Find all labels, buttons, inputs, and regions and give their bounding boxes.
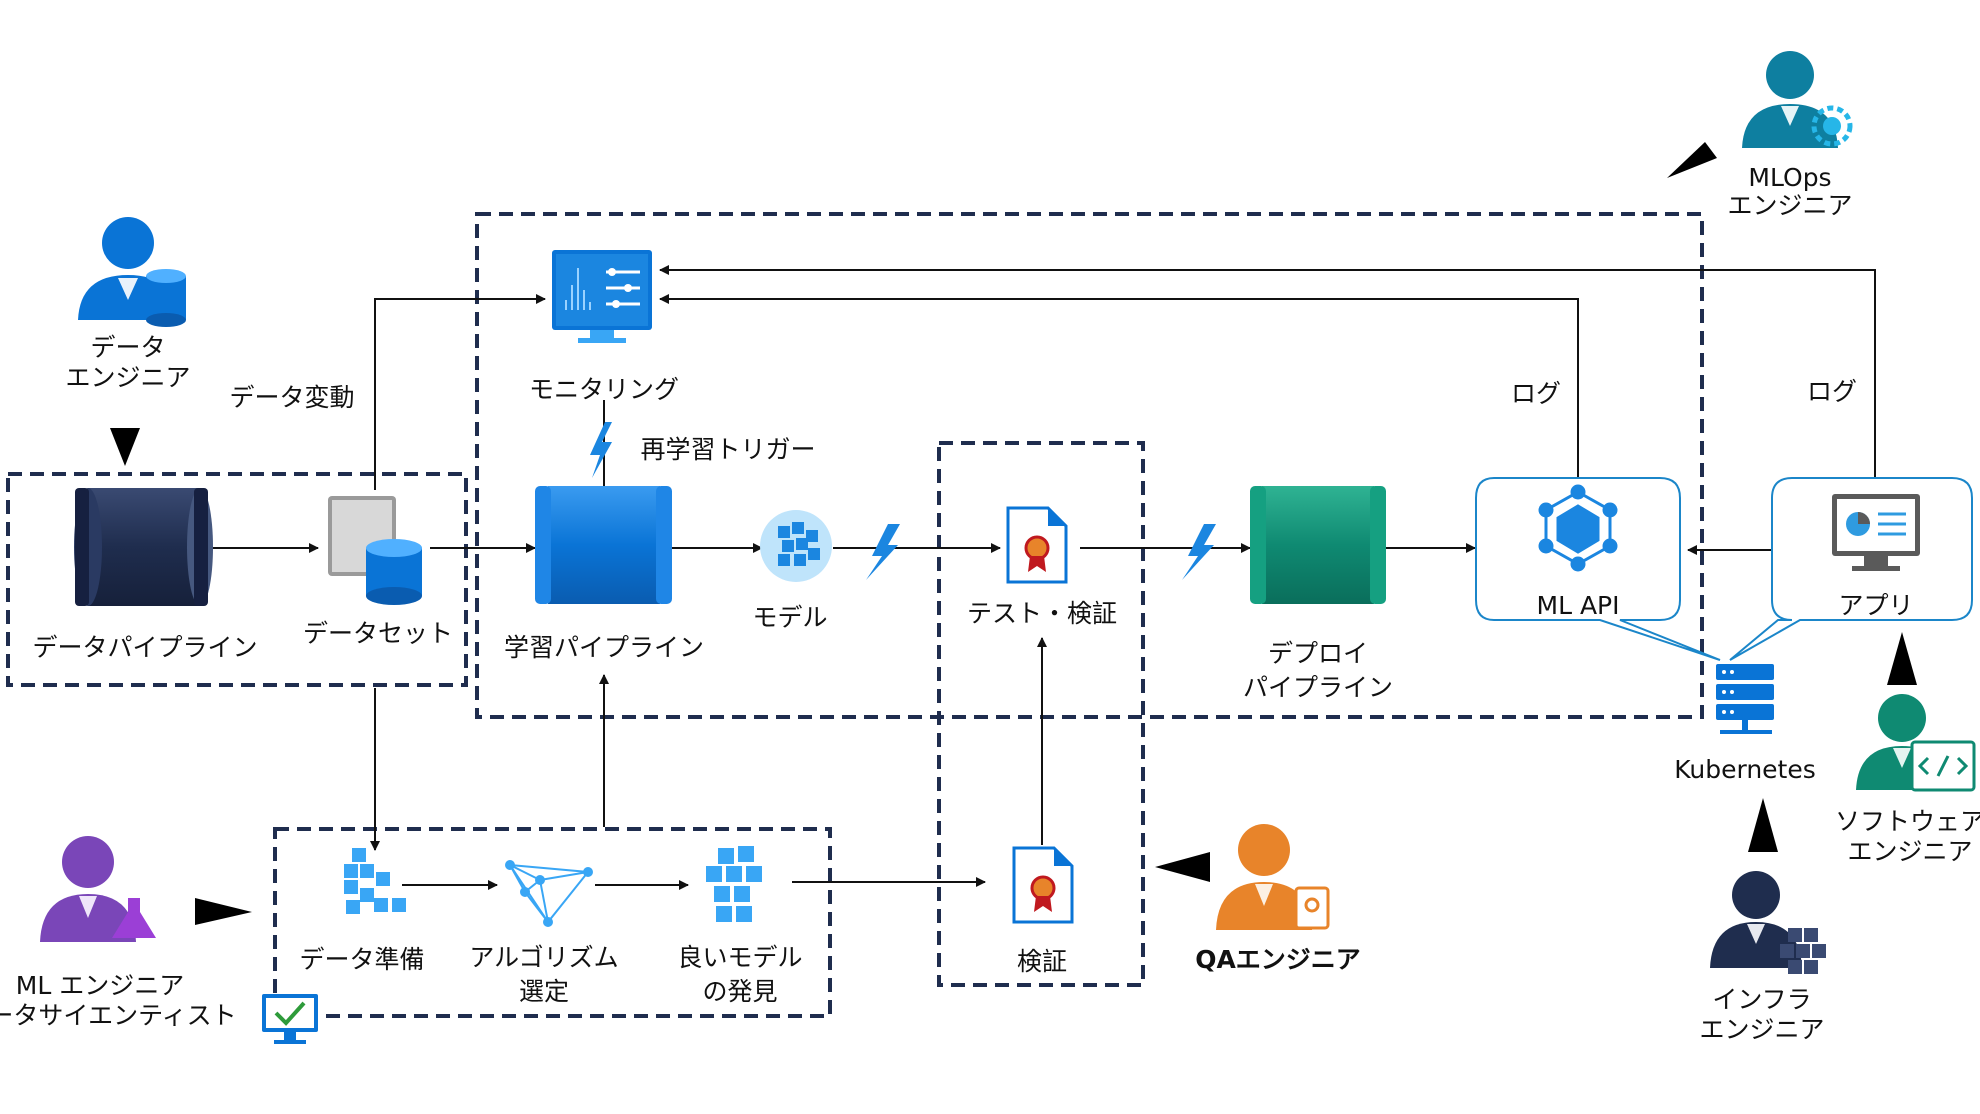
role-software-line2: エンジニア [1847,837,1972,866]
app-monitor-icon [1832,494,1920,571]
node-test-validation: テスト・検証 [967,599,1117,628]
node-monitoring: モニタリング [529,375,679,404]
data-engineer-person-icon [78,217,186,327]
network-icon [505,860,593,927]
role-qa-engineer: QAエンジニア [1195,945,1361,974]
pointer-qa [1155,852,1210,882]
edge-label-log-app: ログ [1807,377,1857,406]
lightning-icon [590,422,1216,580]
role-ml-engineer-line2: データサイエンティスト [0,1001,237,1030]
role-infra-line2: エンジニア [1699,1015,1824,1044]
role-infra-line1: インフラ [1712,985,1811,1014]
role-data-engineer-line1: データ [90,333,165,362]
edge-label-log-api: ログ [1511,379,1561,408]
edge-label-data-drift: データ変動 [229,383,354,412]
check-monitor-icon [262,994,318,1044]
certificate-icon [1006,506,1068,584]
node-data-pipeline: データパイプライン [32,633,257,662]
node-validation: 検証 [1017,947,1067,976]
validation-group [937,441,1145,987]
pointer-ml-engineer [195,898,252,925]
monitor-icon [552,250,652,343]
deploy-pipeline-icon [1250,486,1386,604]
node-algorithm-line1: アルゴリズム [469,943,618,972]
node-good-model-line2: の発見 [702,977,777,1006]
certificate-icon [1012,846,1074,924]
role-mlops-line1: MLOps [1748,163,1831,192]
node-training-pipeline: 学習パイプライン [504,633,704,662]
edge-label-retrain-trigger: 再学習トリガー [640,435,815,464]
pointer-infra [1748,798,1778,852]
data-pipeline-group [6,472,468,687]
role-mlops-line2: エンジニア [1727,191,1852,220]
node-ml-api: ML API [1537,591,1620,620]
node-deploy-pipeline-line2: パイプライン [1243,673,1393,702]
role-software-line1: ソフトウェア [1835,807,1980,836]
node-data-prep: データ準備 [299,945,424,974]
server-icon [1716,664,1774,734]
ml-pipeline-group [475,212,1704,719]
qa-person-icon [1216,824,1330,930]
node-app: アプリ [1838,591,1913,620]
pointer-data-engineer [110,428,140,466]
software-engineer-person-icon [1856,694,1976,792]
node-algorithm-line2: 選定 [519,977,569,1006]
ml-engineer-person-icon [40,836,156,942]
node-kubernetes: Kubernetes [1674,755,1816,784]
pointer-software [1887,632,1917,685]
role-data-engineer-line2: エンジニア [65,363,190,392]
database-icon [328,496,422,605]
ml-api-bubble [1475,477,1721,661]
node-good-model-line1: 良いモデル [677,943,802,972]
data-pipeline-icon [74,488,213,606]
pointer-mlops [1667,142,1717,178]
node-model: モデル [752,603,827,632]
mlops-person-icon [1742,51,1853,148]
ml-api-icon [1538,484,1618,572]
cubes-icon [344,848,406,914]
experiment-group [273,827,832,1018]
infra-person-icon [1710,871,1826,974]
training-pipeline-icon [535,486,672,604]
role-ml-engineer-line1: ML エンジニア [16,971,184,1000]
good-model-icon [706,846,762,922]
model-icon [760,510,832,582]
node-dataset: データセット [303,619,453,648]
node-deploy-pipeline-line1: デプロイ [1268,639,1368,668]
